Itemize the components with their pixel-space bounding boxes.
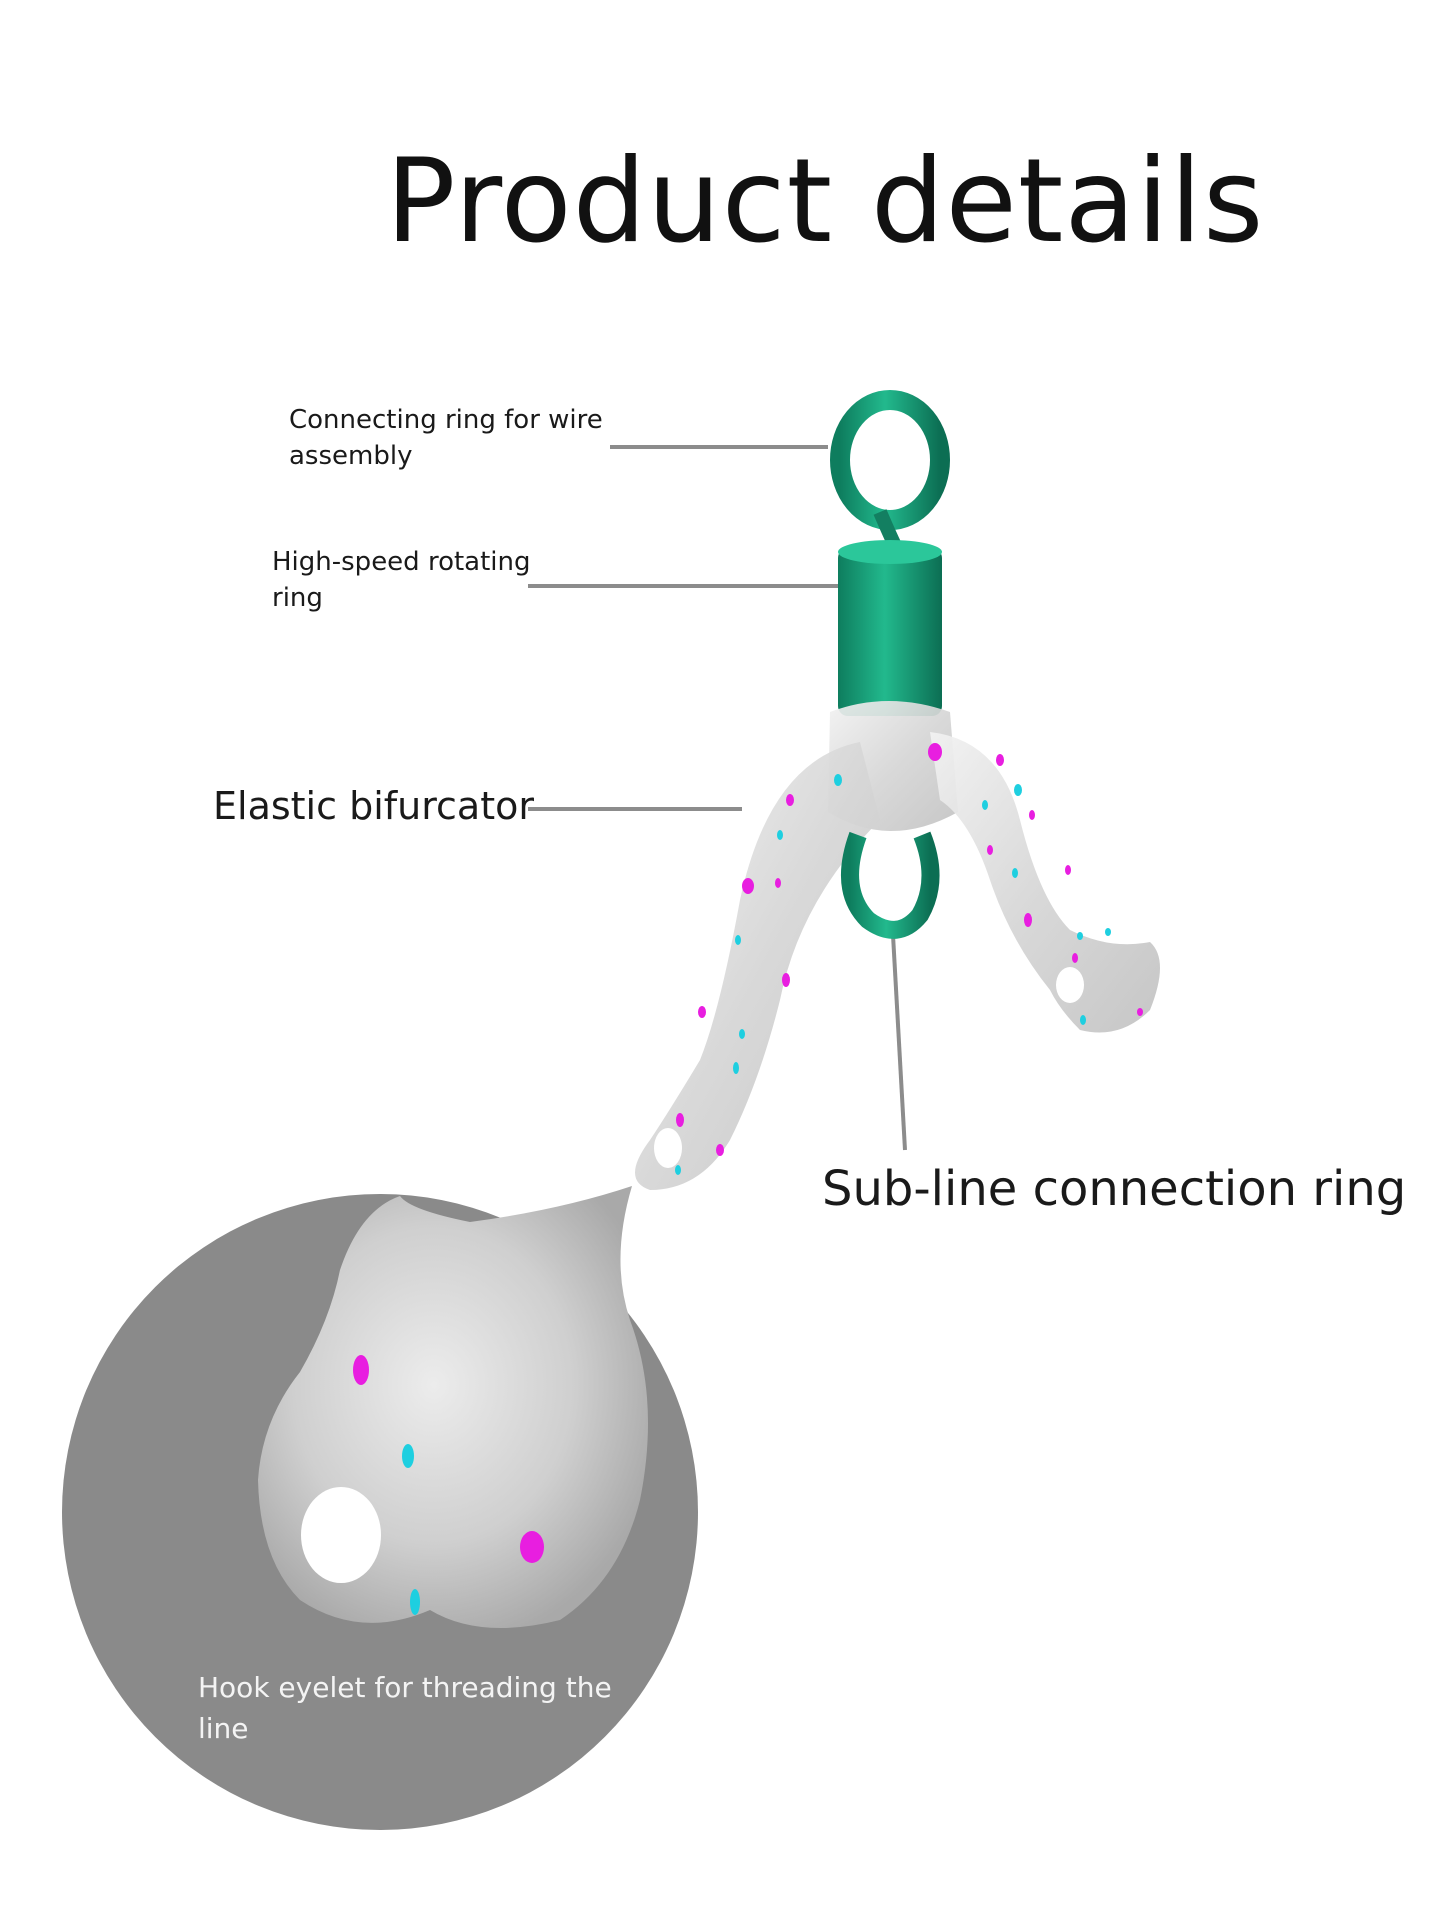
callout-subline-ring: Sub-line connection ring bbox=[822, 1161, 1407, 1217]
connecting-ring-icon bbox=[830, 390, 950, 560]
color-dots bbox=[675, 743, 1143, 1175]
callout-hook-eyelet: Hook eyelet for threading the line bbox=[198, 1671, 612, 1745]
zoom-detail bbox=[62, 1186, 698, 1830]
subline-ring-icon bbox=[841, 831, 940, 939]
callout-wire-ring: Connecting ring for wire assembly bbox=[289, 405, 603, 472]
callout-bifurcator: Elastic bifurcator bbox=[213, 784, 534, 828]
page-title: Product details bbox=[385, 134, 1265, 269]
elastic-bifurcator-icon bbox=[635, 701, 1160, 1190]
leader-lines bbox=[528, 445, 907, 1151]
leader-line-subline bbox=[891, 934, 907, 1151]
rotating-ring-icon bbox=[838, 540, 942, 716]
callout-rotating-ring: High-speed rotating ring bbox=[272, 547, 531, 614]
